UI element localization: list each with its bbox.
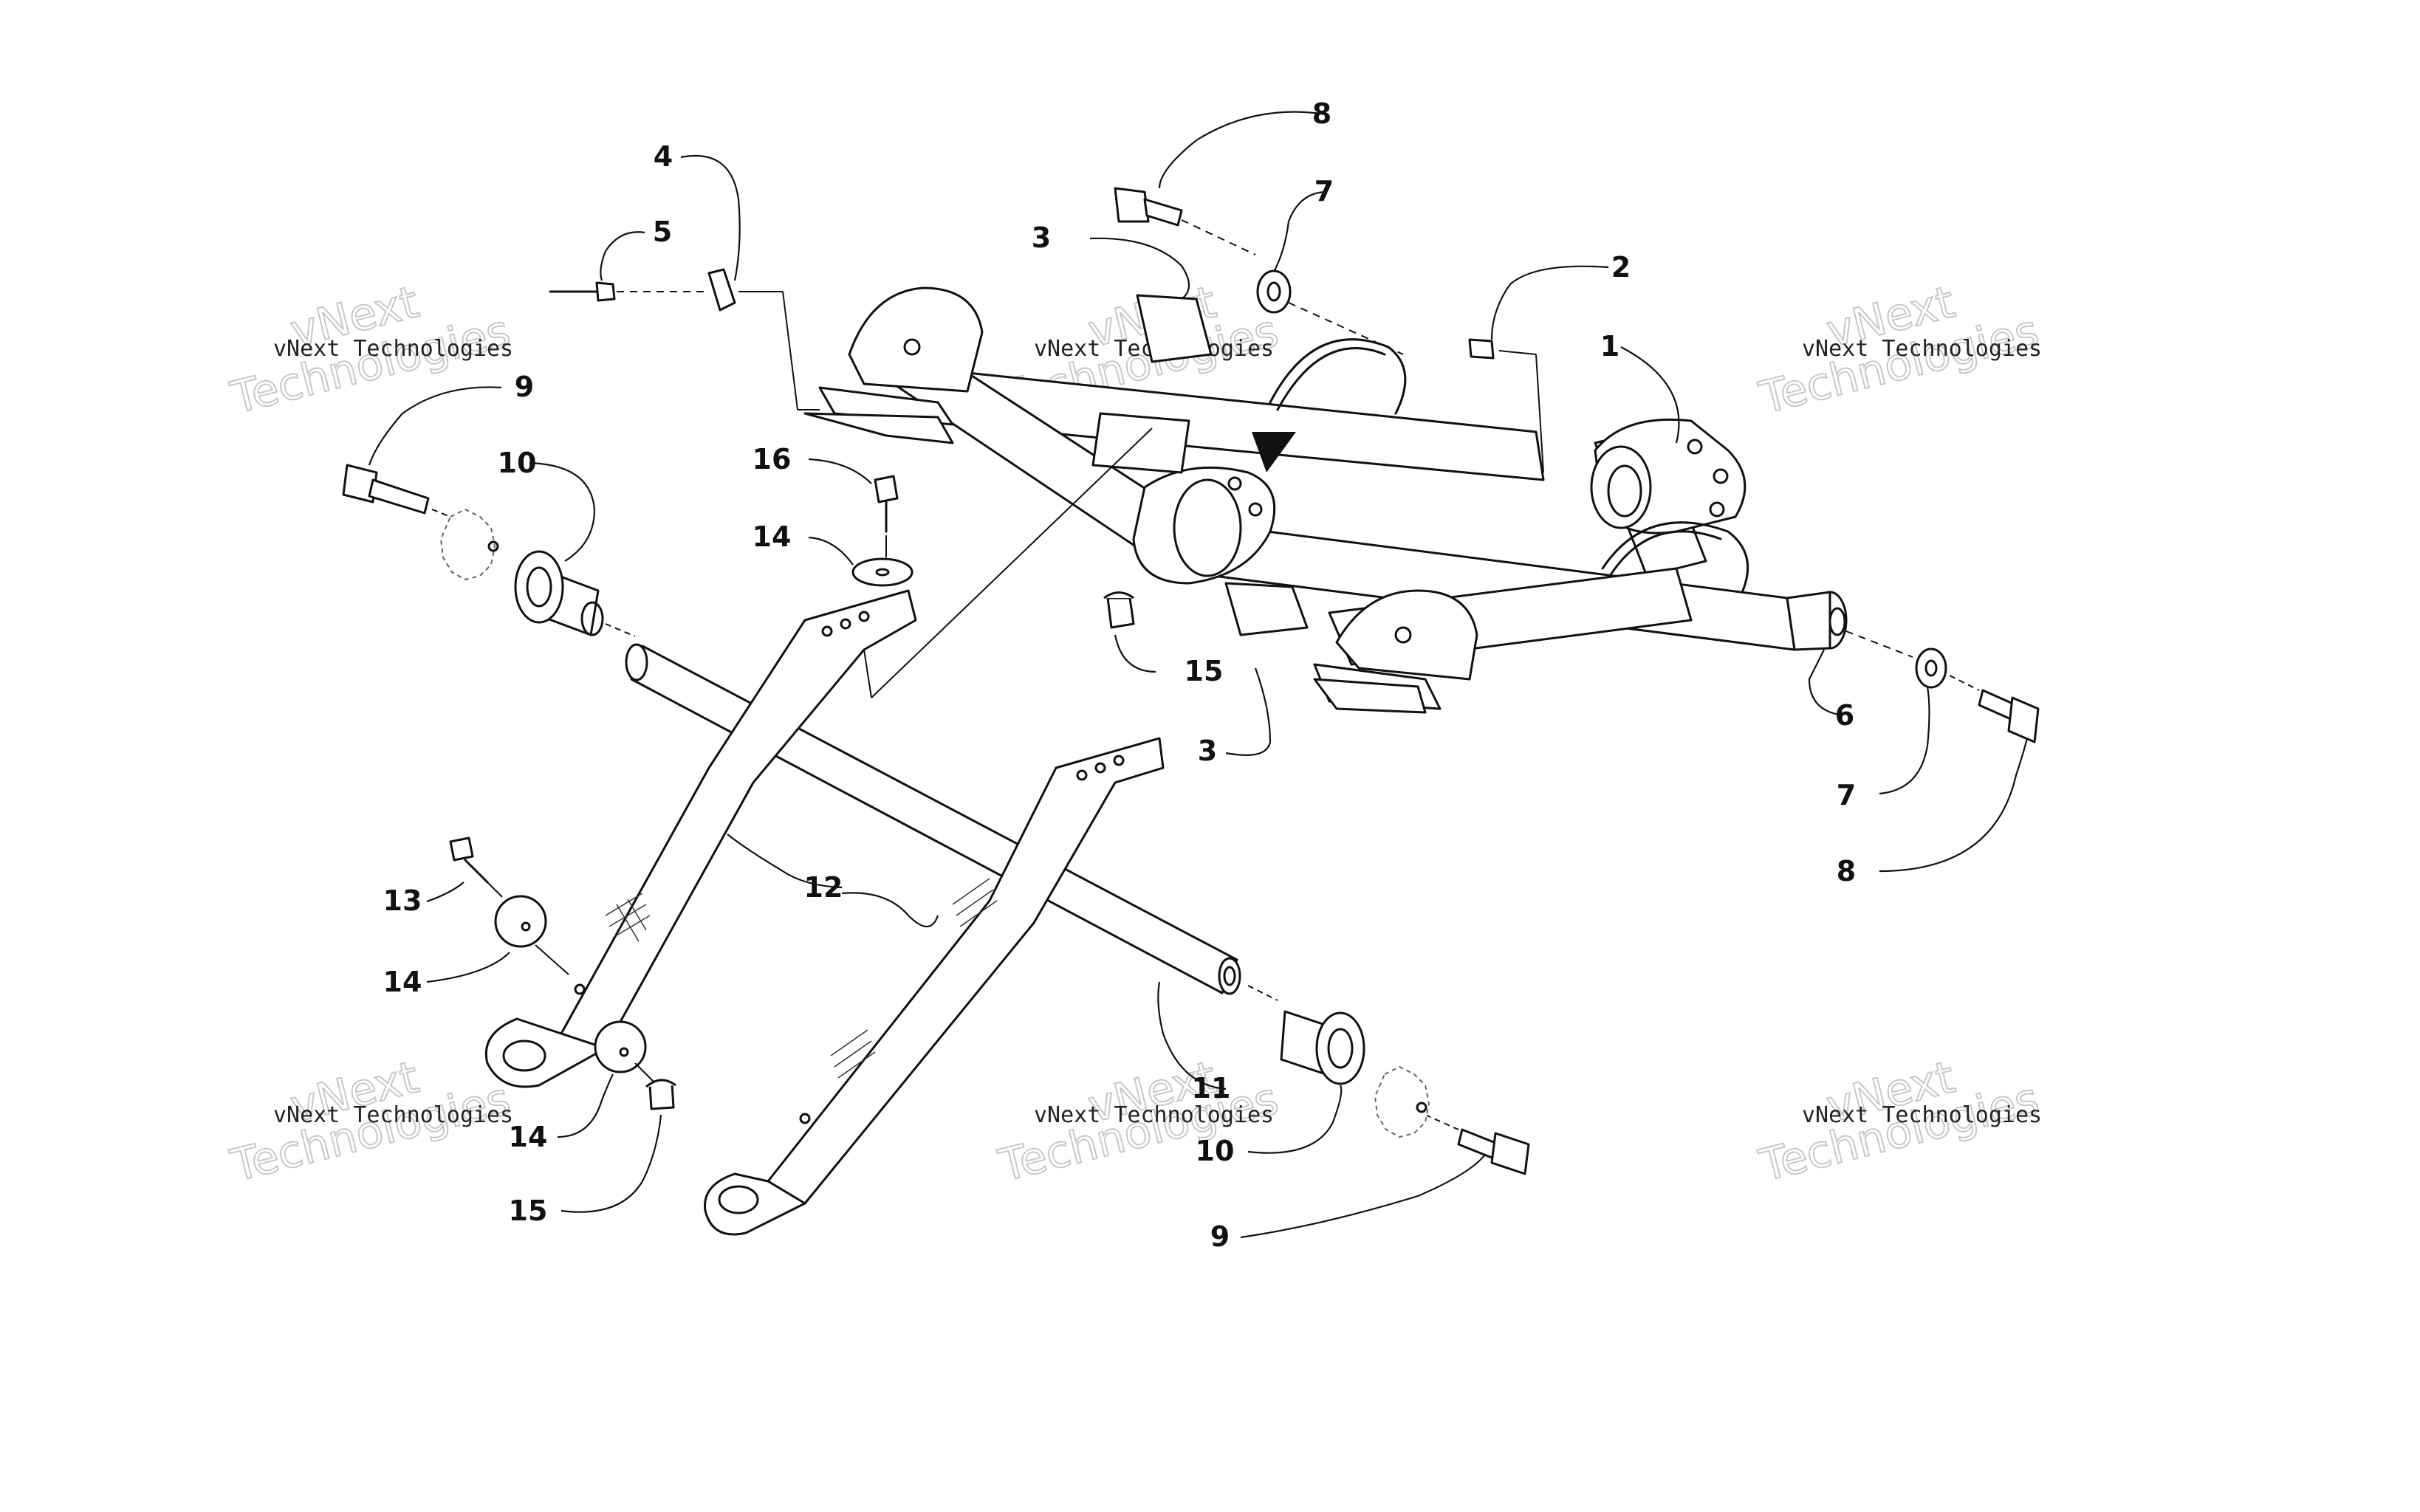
bolt-13 xyxy=(449,836,503,898)
grease-fitting-2 xyxy=(1468,338,1544,473)
watermark-bottom-right: vNext Technologies vNext Technologies xyxy=(1754,1051,2045,1193)
callout-11: 11 xyxy=(1192,1072,1231,1104)
clip-4 xyxy=(707,268,820,410)
bumper-top xyxy=(1136,294,1213,363)
callout-12: 12 xyxy=(804,871,843,904)
bolt-8-right xyxy=(1978,689,2040,743)
callout-6: 6 xyxy=(1835,699,1854,732)
sleeve-6 xyxy=(1845,630,1913,658)
callout-9-right: 9 xyxy=(1210,1220,1230,1253)
lock-washer-7-top xyxy=(1256,269,1292,314)
callout-8-top: 8 xyxy=(1312,97,1331,130)
svg-text:vNext Technologies: vNext Technologies xyxy=(273,336,513,362)
bumper-lower xyxy=(1224,582,1309,636)
callout-10-left: 10 xyxy=(498,447,537,479)
callout-7-top: 7 xyxy=(1314,175,1334,207)
arm-12-left xyxy=(484,427,1153,1088)
lock-washer-7-right xyxy=(1915,647,1980,691)
washer-14-lower-left xyxy=(494,895,569,975)
callout-2: 2 xyxy=(1611,251,1631,284)
callout-15-upper: 15 xyxy=(1185,655,1224,687)
callout-16: 16 xyxy=(753,443,792,475)
callout-7-right: 7 xyxy=(1837,779,1856,811)
arm-12-right xyxy=(704,737,1165,1236)
watermark-bottom-left: vNext Technologies vNext Technologies xyxy=(225,1051,516,1193)
callout-9-left: 9 xyxy=(515,371,534,403)
callout-3-lower: 3 xyxy=(1198,735,1217,767)
callout-labels: 1 2 3 3 4 5 6 7 7 8 8 9 9 10 10 11 12 13… xyxy=(383,97,1857,1253)
callout-3-top: 3 xyxy=(1032,221,1051,254)
callout-14-lower-left: 14 xyxy=(383,966,422,998)
bolt-8-top xyxy=(1114,187,1256,255)
svg-text:vNext Technologies: vNext Technologies xyxy=(1802,1102,2042,1128)
nut-15-upper xyxy=(1103,591,1135,629)
bolt-16 xyxy=(874,475,899,557)
watermark-top-left: vNext Technologies vNext Technologies xyxy=(225,275,516,425)
callout-14-top: 14 xyxy=(753,520,792,553)
suspension-frame-assembly xyxy=(803,286,1848,714)
bushing-10-right xyxy=(1280,1010,1365,1085)
leader-lines xyxy=(368,111,2029,1239)
callout-15-lower: 15 xyxy=(509,1195,548,1227)
washer-14-top xyxy=(851,557,914,587)
svg-text:vNext Technologies: vNext Technologies xyxy=(1802,336,2042,362)
watermark-bottom-center: vNext Technologies vNext Technologies xyxy=(993,1051,1284,1193)
nut-15-lower xyxy=(645,1079,676,1110)
callout-14-lower-right: 14 xyxy=(509,1121,548,1153)
direction-arrow xyxy=(1252,432,1296,472)
rivet-5 xyxy=(549,281,709,302)
bolt-9-right xyxy=(1425,1114,1530,1175)
bushing-10-left xyxy=(514,550,604,636)
svg-text:vNext Technologies: vNext Technologies xyxy=(273,1102,513,1128)
bolt-9-left xyxy=(342,464,451,518)
callout-10-right: 10 xyxy=(1196,1135,1235,1167)
callout-13: 13 xyxy=(383,884,422,917)
watermark-top-right: vNext Technologies vNext Technologies xyxy=(1754,275,2045,425)
callout-5: 5 xyxy=(653,216,672,248)
washer-14-lower-right xyxy=(594,1020,654,1082)
callout-1: 1 xyxy=(1600,330,1619,362)
star-washer-left xyxy=(439,508,496,581)
star-washer-right xyxy=(1374,1065,1430,1138)
callout-8-right: 8 xyxy=(1837,855,1856,887)
grip-pattern-right xyxy=(830,878,998,1079)
grip-pattern-left xyxy=(605,893,651,942)
svg-text:vNext Technologies: vNext Technologies xyxy=(1034,1102,1274,1128)
callout-4: 4 xyxy=(654,140,673,173)
